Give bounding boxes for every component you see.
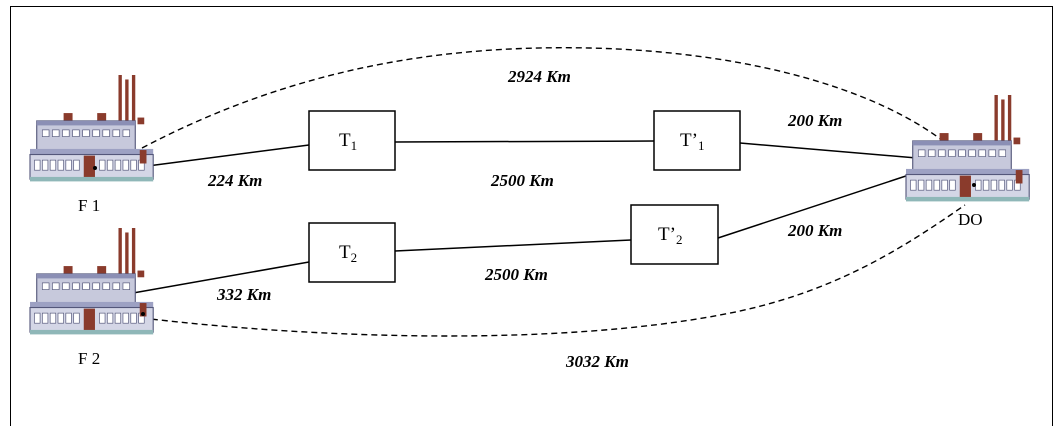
label-f2: F 2 — [78, 349, 100, 368]
node-tp2: T’2 — [630, 204, 719, 265]
route-f2-do-direct — [141, 204, 966, 337]
node-t2: T2 — [308, 222, 396, 283]
svg-text:T’1: T’1 — [680, 130, 704, 153]
node-tp1: T’1 — [653, 110, 741, 171]
distance-t1-tp1: 2500 Km — [490, 171, 554, 190]
factory-f1-icon — [29, 74, 154, 182]
diagram-frame — [10, 6, 1053, 426]
distance-f2-t2: 332 Km — [216, 285, 271, 304]
route-f1-do-direct — [141, 47, 966, 161]
edge-t1-tp1 — [394, 140, 655, 143]
edge-f1-t1 — [139, 144, 310, 168]
label-f1: F 1 — [78, 196, 100, 215]
factory-do-icon — [905, 94, 1030, 202]
edge-tp2-do — [717, 171, 919, 239]
label-do: DO — [958, 210, 983, 229]
edge-t2-tp2 — [394, 239, 632, 252]
edge-tp1-do — [739, 142, 941, 161]
svg-text:T1: T1 — [339, 130, 357, 153]
distance-f2-do-direct: 3032 Km — [565, 352, 629, 371]
distance-tp2-do: 200 Km — [787, 221, 842, 240]
distance-f1-t1: 224 Km — [207, 171, 262, 190]
edge-f2-t2 — [132, 261, 310, 294]
svg-text:T’2: T’2 — [658, 224, 682, 247]
node-t1: T1 — [308, 110, 396, 171]
svg-text:T2: T2 — [339, 242, 357, 265]
factory-f2-icon — [29, 227, 154, 335]
distance-t2-tp2: 2500 Km — [484, 265, 548, 284]
distance-f1-do-direct: 2924 Km — [507, 67, 571, 86]
distance-tp1-do: 200 Km — [787, 111, 842, 130]
